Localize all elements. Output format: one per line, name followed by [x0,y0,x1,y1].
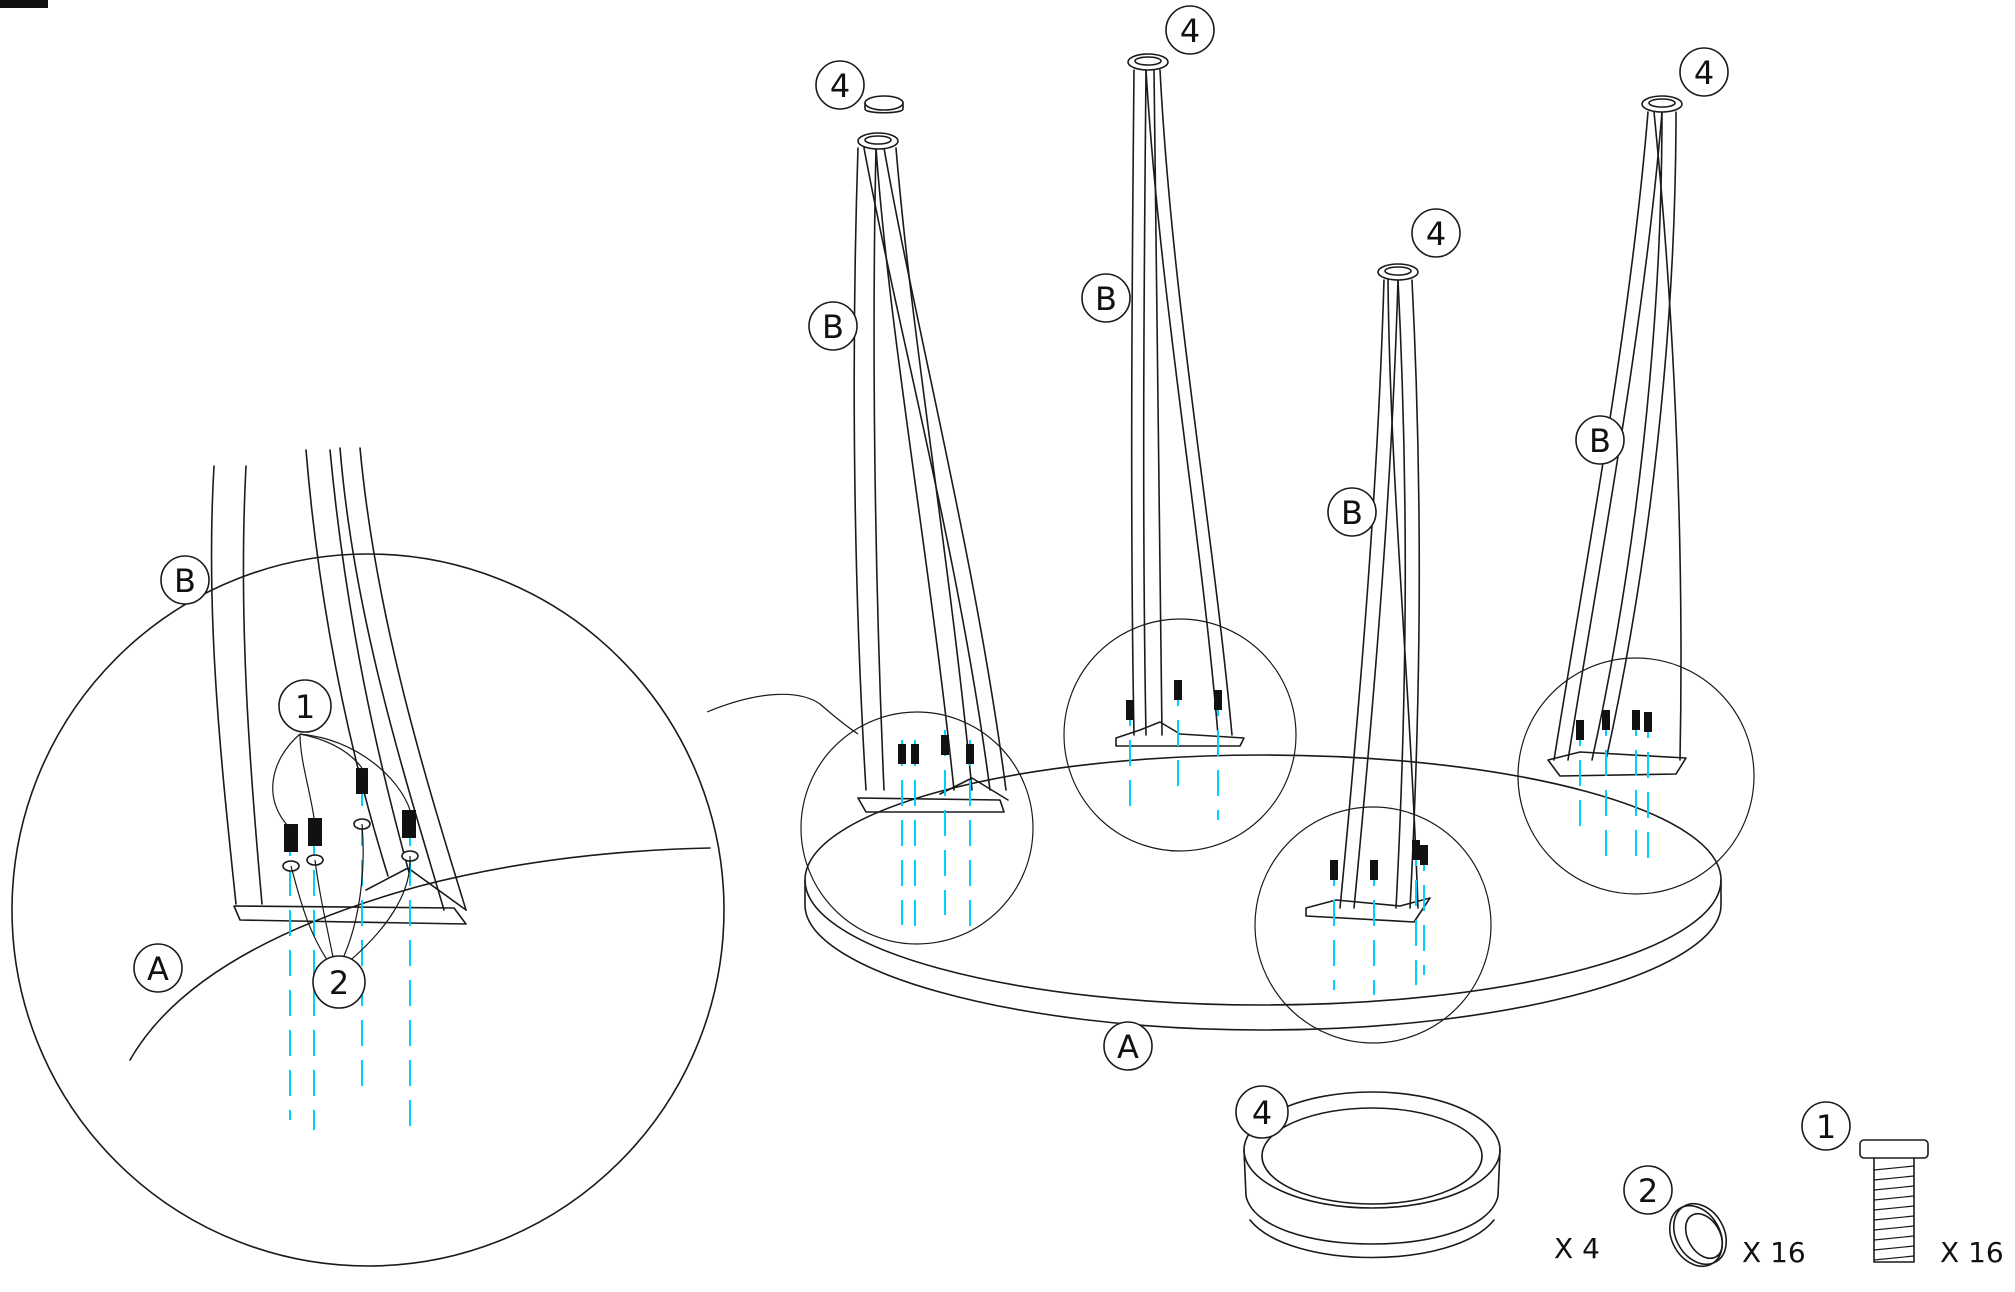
magnified-screw-guides [289,780,411,1140]
floor-cap-leg-1 [864,95,904,114]
svg-text:4: 4 [1180,12,1200,50]
svg-text:B: B [1341,494,1363,532]
svg-text:A: A [1117,1028,1139,1066]
callout-4-legend: 4 [1235,1085,1289,1139]
callout-a-detail: A [133,943,183,993]
washer-part [1668,1203,1728,1267]
step-marker [0,0,48,8]
svg-text:4: 4 [830,67,850,105]
magnified-leg [129,447,711,1061]
svg-text:4: 4 [1694,54,1714,92]
svg-text:4: 4 [1252,1094,1272,1132]
callout-b-leg-3: B [1327,487,1377,537]
callout-2-legend: 2 [1623,1165,1673,1215]
svg-text:B: B [822,308,844,346]
table-leg-1 [853,132,1009,813]
cap-part [1243,1091,1501,1259]
callout-b-leg-2: B [1081,273,1131,323]
callout-b-leg-1: B [808,301,858,351]
cap-quantity: X 4 [1554,1232,1600,1265]
callout-b-leg-4: B [1575,415,1625,465]
washer-quantity: X 16 [1742,1236,1806,1269]
screw-quantity: X 16 [1940,1236,2004,1269]
callout-2-detail: 2 [312,955,366,1009]
magnifier-connector [706,693,859,735]
svg-text:2: 2 [329,964,349,1002]
screw-guides-leg-3 [1330,840,1428,995]
magnified-detail-circle [11,553,725,1267]
table-leg-3 [1305,263,1431,923]
callout-b-detail: B [160,555,210,605]
callout-a-table: A [1103,1021,1153,1071]
screw-guides-leg-1 [898,730,974,935]
leader-lines [272,733,411,973]
svg-text:2: 2 [1638,1172,1658,1210]
callout-4-leg-3: 4 [1411,208,1461,258]
screw-guides-leg-2 [1126,680,1222,820]
detail-circle-leg-1 [800,711,1034,945]
svg-text:B: B [174,562,196,600]
svg-text:B: B [1095,280,1117,318]
detail-circle-leg-3 [1254,806,1492,1044]
callout-4-leg-1: 4 [815,60,865,110]
svg-text:4: 4 [1426,215,1446,253]
screw-guides-leg-4 [1576,710,1652,870]
svg-text:A: A [147,950,169,988]
svg-text:B: B [1589,422,1611,460]
callout-1-legend: 1 [1801,1101,1851,1151]
callout-4-leg-4: 4 [1679,47,1729,97]
table-leg-2 [1115,53,1245,747]
screw-part [1859,1139,1929,1263]
svg-text:1: 1 [295,688,315,726]
svg-text:1: 1 [1816,1108,1836,1146]
table-top [804,754,1722,1031]
magnified-screws [282,768,419,872]
callout-1-detail: 1 [278,679,332,733]
detail-circle-leg-4 [1517,657,1755,895]
callout-4-leg-2: 4 [1165,5,1215,55]
detail-circle-leg-2 [1063,618,1297,852]
